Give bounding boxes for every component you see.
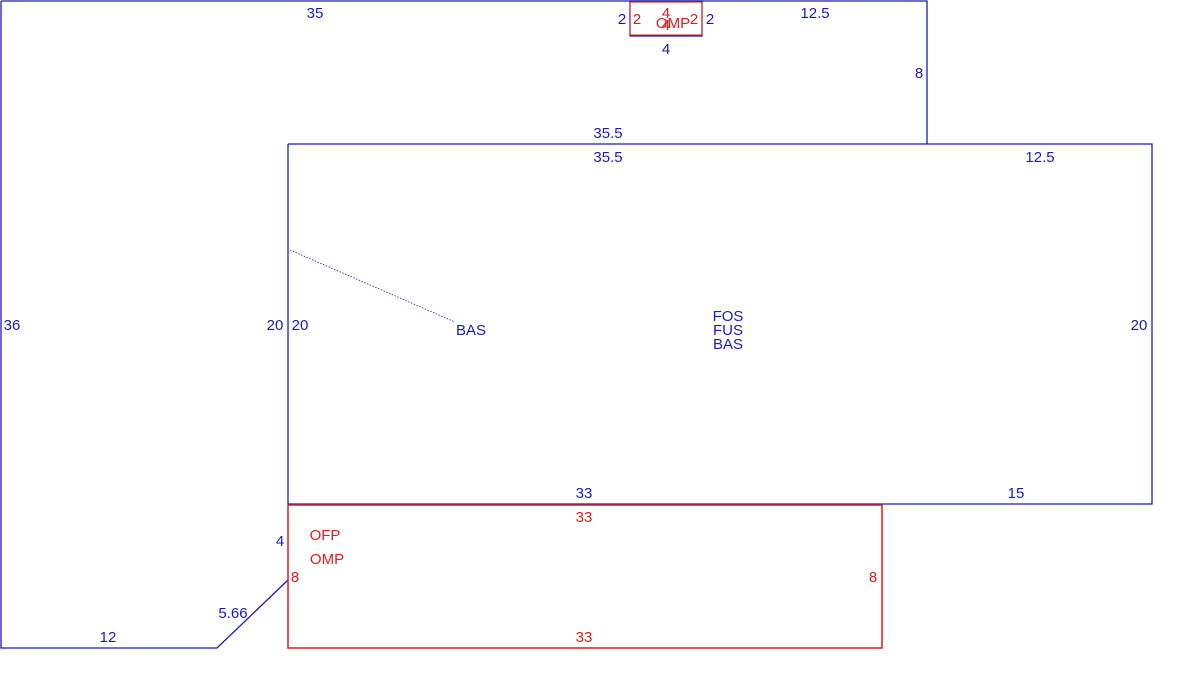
dim-outer-bottom: 12: [100, 629, 117, 646]
dim-bas-right: 20: [1131, 317, 1148, 334]
dim-porch-top: 33: [576, 509, 593, 526]
label-center-2: FUS: [713, 322, 743, 339]
dim-porch-left: 8: [291, 569, 299, 586]
label-porch-1: OFP: [310, 527, 341, 544]
dim-porch-bottom: 33: [576, 629, 593, 646]
dim-notch-red-right: 2: [690, 11, 698, 28]
dim-notch-red-top: 4: [662, 5, 670, 22]
dim-outer-top-right: 12.5: [800, 5, 829, 22]
dim-bas-top-left: 35.5: [593, 149, 622, 166]
label-center-1: FOS: [713, 308, 744, 325]
dim-bas-bottom-right: 15: [1008, 485, 1025, 502]
label-bas-leader: BAS: [456, 322, 486, 339]
label-center-3: BAS: [713, 336, 743, 353]
dim-outer-left: 36: [4, 317, 21, 334]
dim-bas-top-right: 12.5: [1025, 149, 1054, 166]
label-notch-area: OMP: [656, 15, 690, 32]
outer-footprint-outline: [0, 0, 1153, 649]
notch-outline-red: [629, 1, 703, 36]
dim-outer-diagonal: 5.66: [218, 605, 247, 622]
porch-outline: [287, 504, 883, 649]
dim-outer-top: 35: [307, 5, 324, 22]
dim-outer-right-upper: 8: [915, 65, 923, 82]
dim-notch-red-left: 2: [633, 11, 641, 28]
dim-bas-left: 20: [292, 317, 309, 334]
dim-bas-bottom-left: 33: [576, 485, 593, 502]
dim-notch-left: 2: [618, 11, 626, 28]
bas-leader-line: [289, 249, 456, 323]
label-porch-2: OMP: [310, 551, 344, 568]
dim-outer-upper-step: 35.5: [593, 125, 622, 142]
dim-notch-bottom: 4: [662, 41, 670, 58]
dim-notch-red-bottom: 4: [662, 17, 670, 34]
dim-porch-right: 8: [869, 569, 877, 586]
dim-outer-inner-left: 20: [267, 317, 284, 334]
dim-notch-right: 2: [706, 11, 714, 28]
dim-outer-notch: 4: [276, 533, 284, 550]
